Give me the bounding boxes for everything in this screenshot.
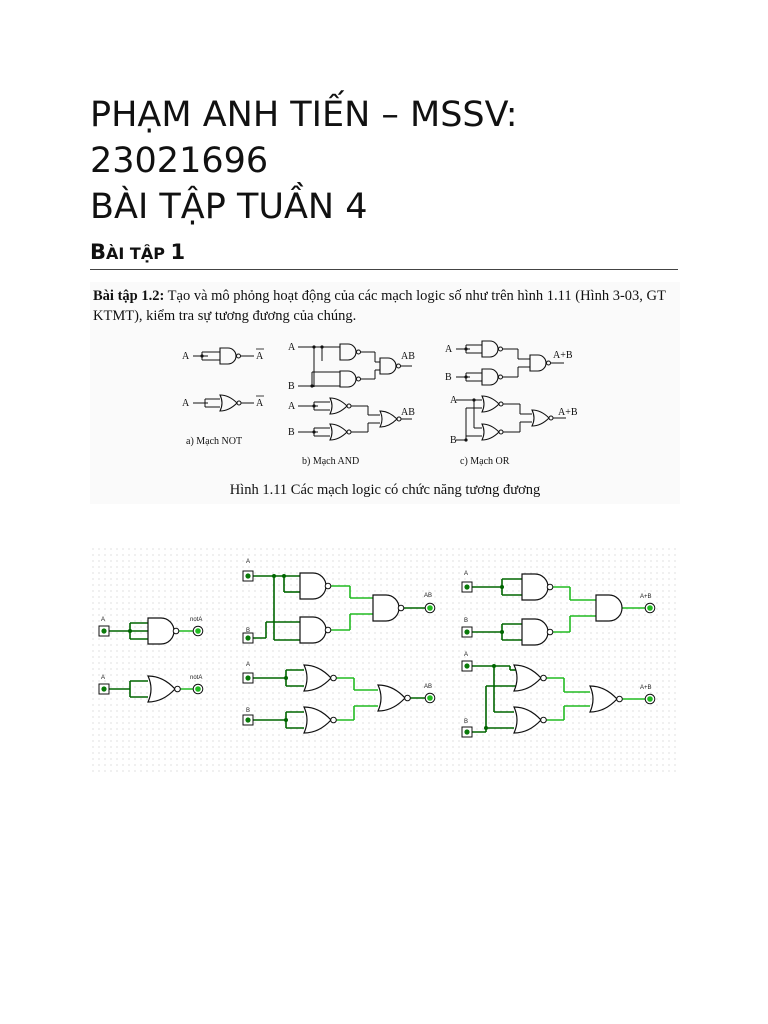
sim-label-apb: A+B: [640, 685, 652, 691]
title-line-name: PHẠM ANH TIẾN – MSSV:: [90, 95, 518, 135]
sim-label-a: A: [464, 571, 468, 577]
fig-label-nota: A: [256, 351, 264, 362]
sim-label-nota: notA: [190, 675, 202, 681]
sim-label-apb: A+B: [640, 594, 652, 600]
sim-label-b: B: [464, 719, 468, 725]
sim-label-a: A: [464, 652, 468, 658]
section-rest: ÀI TẬP: [106, 244, 165, 263]
section-divider: [90, 269, 678, 270]
fig-caption-and: b) Mạch AND: [302, 456, 359, 467]
sim-label-b: B: [246, 628, 250, 634]
section-number: 1: [170, 240, 186, 264]
fig-label-b: B: [288, 427, 295, 438]
section-heading: BÀI TẬP 1: [90, 240, 185, 264]
fig-caption-not: a) Mạch NOT: [186, 436, 242, 447]
fig-label-nota: A: [256, 398, 264, 409]
fig-label-a: A: [182, 398, 190, 409]
fig-label-a: A: [450, 395, 458, 406]
fig-label-b: B: [445, 372, 452, 383]
sim-label-ab: AB: [424, 684, 432, 690]
sim-label-a: A: [101, 675, 105, 681]
sim-label-a: A: [101, 617, 105, 623]
simulation-circuits: A notA A notA A B AB A B AB A B A+B A B …: [98, 559, 656, 738]
sim-label-a: A: [246, 662, 250, 668]
exercise-text: Tạo và mô phỏng hoạt động của các mạch l…: [93, 288, 666, 324]
fig-label-apb: A+B: [553, 350, 573, 361]
fig-label-ab: AB: [401, 407, 415, 418]
sim-label-ab: AB: [424, 593, 432, 599]
title-line-week: BÀI TẬP TUẦN 4: [90, 187, 368, 227]
exercise-prompt: Bài tập 1.2: Tạo và mô phỏng hoạt động c…: [93, 286, 678, 326]
fig-label-a: A: [288, 342, 296, 353]
logisim-screenshot: A notA A notA A B AB A B AB A B A+B A B …: [90, 546, 678, 774]
fig-label-apb: A+B: [558, 407, 578, 418]
textbook-logic-diagrams: A A A A A B AB A B AB A B A+B A B A+B a)…: [182, 340, 578, 467]
document-title: PHẠM ANH TIẾN – MSSV: 23021696 BÀI TẬP T…: [90, 92, 518, 230]
fig-label-ab: AB: [401, 351, 415, 362]
fig-caption-or: c) Mạch OR: [460, 456, 510, 467]
fig-label-a: A: [288, 401, 296, 412]
sim-label-b: B: [464, 618, 468, 624]
section-initial: B: [90, 240, 107, 264]
fig-label-a: A: [182, 351, 190, 362]
fig-label-a: A: [445, 344, 453, 355]
sim-label-nota: notA: [190, 617, 202, 623]
figure-caption: Hình 1.11 Các mạch logic có chức năng tư…: [229, 482, 541, 498]
exercise-heading: Bài tập 1.2:: [93, 288, 165, 304]
sim-label-b: B: [246, 708, 250, 714]
title-line-id: 23021696: [90, 141, 269, 181]
exercise-figure: Bài tập 1.2: Tạo và mô phỏng hoạt động c…: [90, 282, 680, 504]
fig-label-b: B: [450, 435, 457, 446]
sim-label-a: A: [246, 559, 250, 565]
fig-label-b: B: [288, 381, 295, 392]
